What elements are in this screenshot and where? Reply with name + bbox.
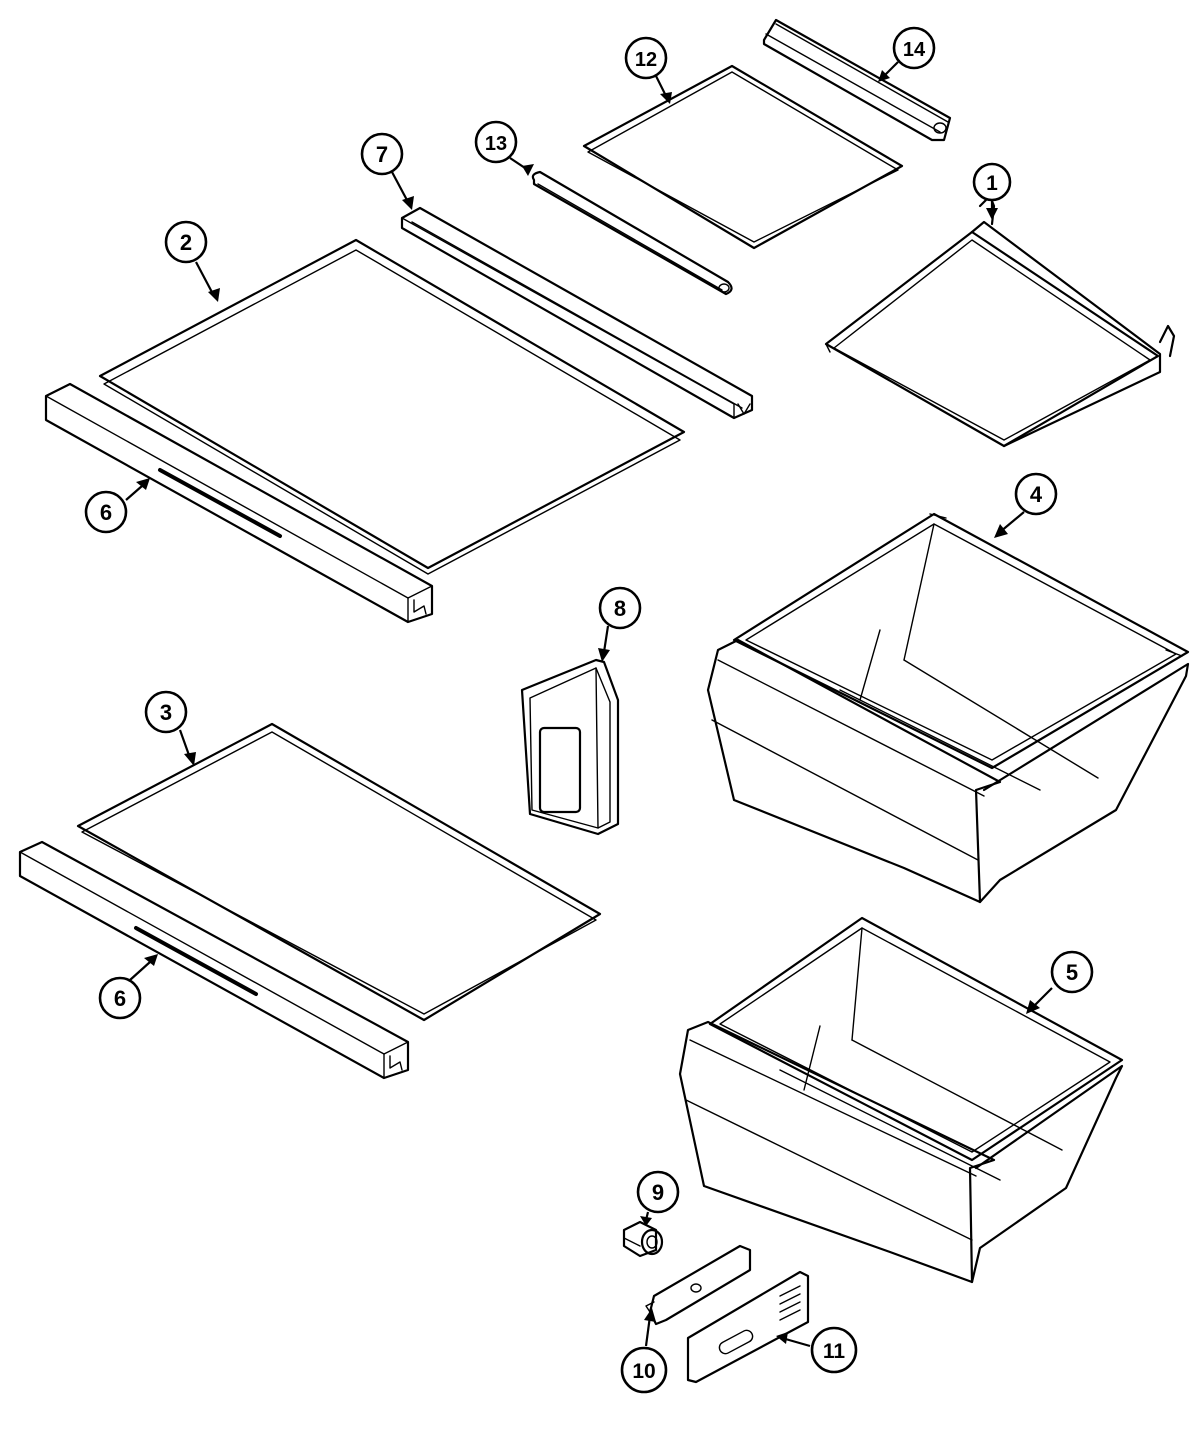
callout-5: 5 — [1050, 950, 1094, 994]
callout-4: 4 — [1014, 472, 1058, 516]
callout-label: 1 — [986, 172, 998, 195]
callout-6-lower: 6 — [98, 976, 142, 1020]
callout-label: 7 — [376, 142, 388, 167]
part-6-shelf-trim-upper — [44, 382, 434, 624]
part-14-rear-trim — [762, 18, 952, 142]
callout-label: 10 — [632, 1360, 655, 1383]
part-10-slide-control — [645, 1244, 752, 1326]
callout-1: 1 — [972, 162, 1012, 202]
callout-8: 8 — [598, 586, 642, 630]
callout-13: 13 — [474, 120, 518, 164]
callout-label: 14 — [903, 39, 926, 61]
part-13-rod — [531, 170, 733, 296]
part-7-rear-trim — [400, 206, 754, 420]
callout-label: 5 — [1066, 960, 1078, 985]
callout-7: 7 — [360, 132, 404, 176]
callout-label: 12 — [635, 49, 657, 71]
part-8-insert — [520, 658, 620, 836]
leader-lines — [125, 61, 1053, 1348]
callout-label: 3 — [160, 700, 172, 725]
callout-label: 6 — [114, 986, 126, 1011]
callout-label: 4 — [1030, 482, 1043, 507]
callout-2: 2 — [164, 220, 208, 264]
part-3-glass-shelf — [76, 722, 602, 1022]
callout-label: 9 — [652, 1180, 664, 1205]
part-12-glass-shelf — [582, 64, 904, 250]
callout-9: 9 — [636, 1170, 680, 1214]
callout-label: 13 — [485, 133, 507, 155]
callout-3: 3 — [144, 690, 188, 734]
callout-label: 11 — [823, 1340, 846, 1363]
part-11-control-cover — [686, 1270, 810, 1384]
part-1-cantilever-shelf — [824, 194, 1176, 448]
callout-11: 11 — [810, 1326, 858, 1374]
callout-14: 14 — [892, 26, 936, 70]
callout-10: 10 — [620, 1346, 668, 1394]
callout-label: 6 — [100, 500, 112, 525]
part-9-knob — [622, 1220, 664, 1258]
part-2-glass-shelf — [98, 238, 686, 575]
callout-6-upper: 6 — [84, 490, 128, 534]
part-4-crisper-drawer — [706, 512, 1190, 904]
callout-label: 2 — [180, 230, 192, 255]
callout-12: 12 — [624, 36, 668, 80]
callout-label: 8 — [614, 596, 626, 621]
part-6-shelf-trim-lower — [18, 840, 410, 1080]
part-5-crisper-drawer — [678, 916, 1124, 1284]
